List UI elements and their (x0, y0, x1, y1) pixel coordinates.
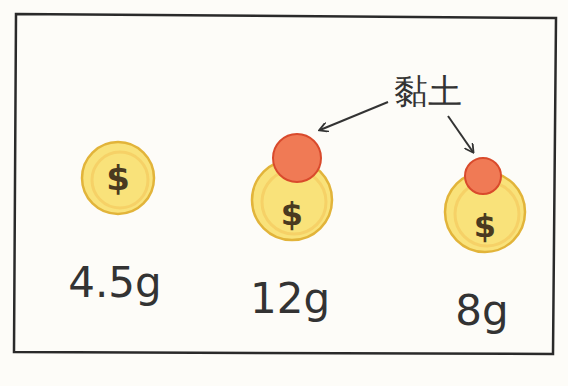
leader-arrow (448, 116, 473, 152)
clay-ball (465, 158, 501, 194)
clay-ball (273, 134, 321, 182)
leader-arrow (320, 102, 388, 130)
coin-symbol: $ (80, 161, 156, 195)
weight-label: 4.5g (68, 262, 161, 304)
coin: $ (250, 158, 334, 242)
coin-symbol: $ (443, 210, 527, 242)
weight-label: 8g (455, 290, 508, 332)
frame (14, 14, 556, 354)
coin-symbol: $ (250, 198, 334, 230)
weight-label: 12g (250, 278, 330, 320)
coin: $ (80, 140, 156, 216)
callout-label: 黏土 (394, 74, 462, 108)
coin: $ (443, 170, 527, 254)
